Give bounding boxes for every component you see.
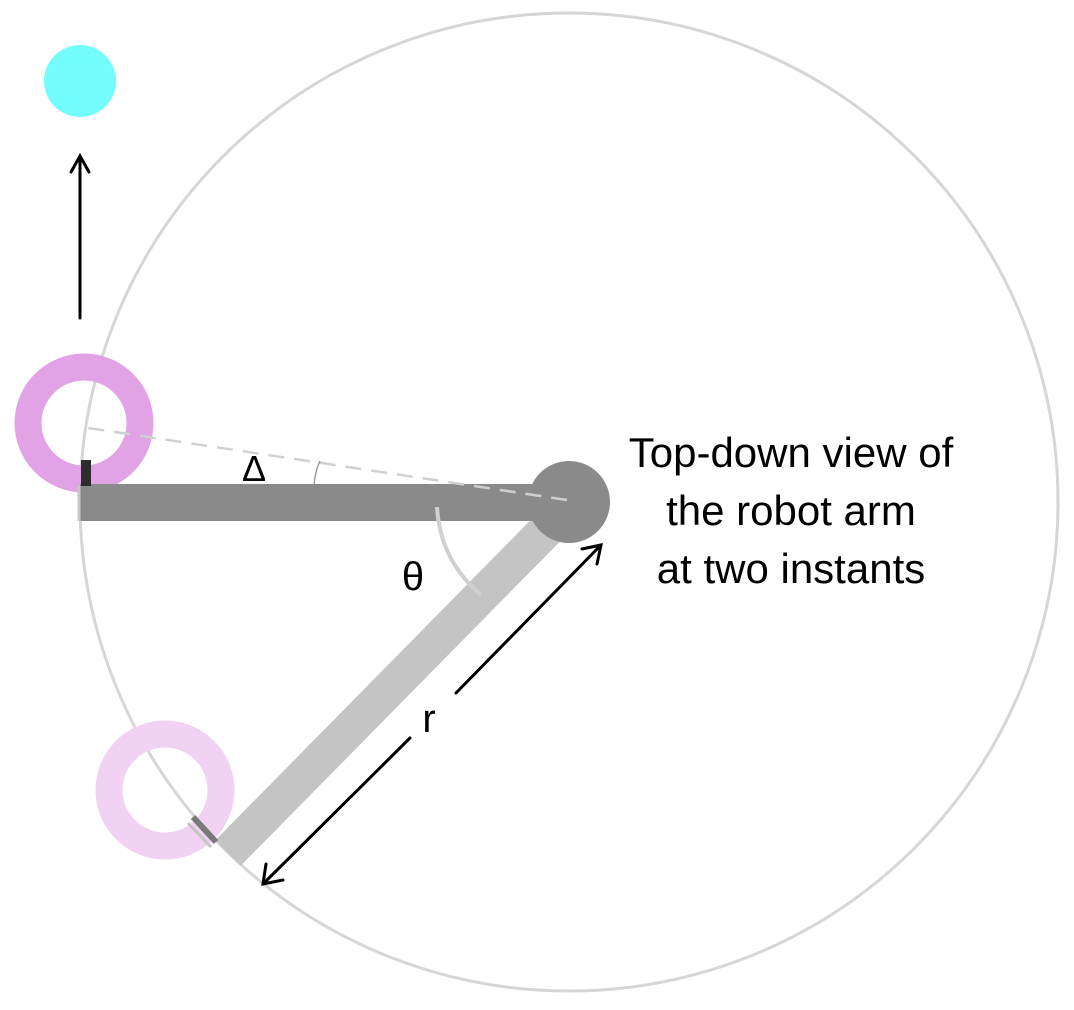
arm-current [80,484,570,521]
caption-line-3: at two instants [657,545,925,592]
delta-angle-arc [313,460,321,497]
arm-previous [215,515,561,866]
target-ball [44,45,116,117]
pivot-joint [528,461,610,543]
radius-label: r [422,697,435,741]
caption-line-1: Top-down view of [629,429,954,476]
gripper-previous [186,814,219,849]
radius-dimension-arrow [261,543,603,886]
theta-label: θ [402,555,424,599]
caption: Top-down view of the robot arm at two in… [629,429,954,592]
gripper-current [77,460,91,521]
caption-line-2: the robot arm [666,487,916,534]
motion-arrow [69,152,91,320]
ring-previous [95,720,235,860]
sight-line [81,425,568,502]
theta-angle-arc [435,506,483,597]
delta-label: Δ [242,448,266,489]
